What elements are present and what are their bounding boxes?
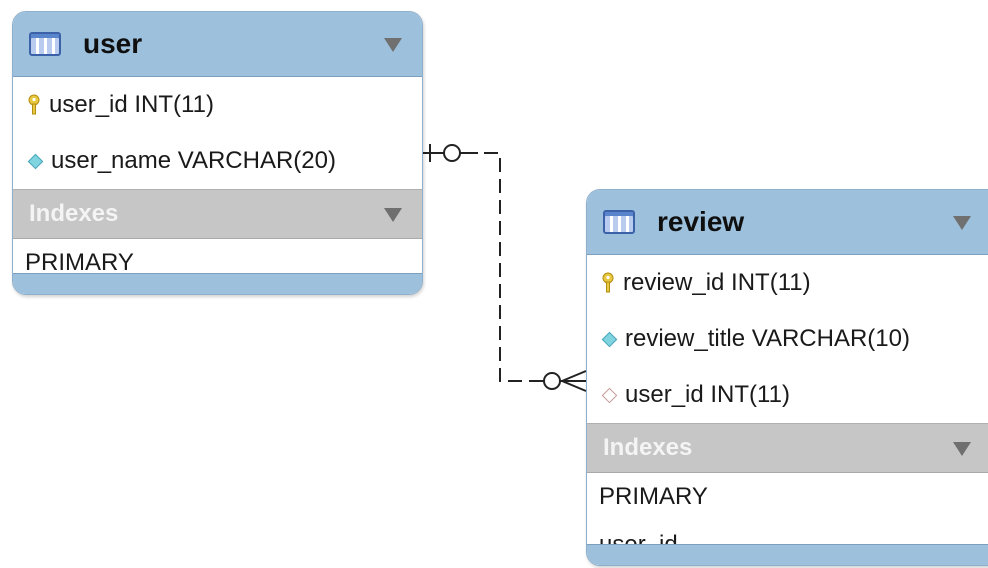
table-footer bbox=[13, 273, 422, 294]
column-row[interactable]: user_id INT(11) bbox=[13, 77, 422, 133]
key-icon bbox=[28, 94, 40, 115]
user-table[interactable]: user user_id INT(11) user_name VARCHAR(2… bbox=[12, 11, 423, 295]
review-table-title: review bbox=[657, 206, 745, 237]
column-row[interactable]: user_id INT(11) bbox=[587, 367, 988, 423]
column-row[interactable]: review_id INT(11) bbox=[587, 255, 988, 311]
review-table-header[interactable]: review bbox=[587, 190, 988, 255]
user-table-title: user bbox=[83, 28, 143, 59]
index-row[interactable]: PRIMARY bbox=[13, 239, 422, 287]
indexes-header[interactable]: Indexes bbox=[13, 189, 422, 239]
key-icon bbox=[602, 272, 614, 293]
attribute-diamond-icon bbox=[27, 153, 44, 169]
table-footer bbox=[587, 544, 988, 565]
column-label: user_id INT(11) bbox=[625, 381, 790, 408]
relationship-line bbox=[421, 152, 586, 382]
crowfoot-top bbox=[561, 370, 587, 382]
column-label: user_id INT(11) bbox=[49, 91, 214, 118]
crowfoot-bottom bbox=[561, 380, 587, 392]
index-label: PRIMARY bbox=[599, 483, 708, 510]
index-row[interactable]: PRIMARY bbox=[587, 473, 988, 521]
cardinality-circle-zero-review bbox=[543, 372, 561, 390]
collapse-triangle-icon[interactable] bbox=[953, 442, 971, 456]
table-icon bbox=[29, 32, 61, 56]
column-label: user_name VARCHAR(20) bbox=[51, 147, 336, 174]
review-table[interactable]: review review_id INT(11) review_title VA… bbox=[586, 189, 988, 566]
index-label: PRIMARY bbox=[25, 249, 134, 276]
column-label: review_id INT(11) bbox=[623, 269, 811, 296]
user-table-header[interactable]: user bbox=[13, 12, 422, 77]
indexes-header[interactable]: Indexes bbox=[587, 423, 988, 473]
column-label: review_title VARCHAR(10) bbox=[625, 325, 910, 352]
collapse-triangle-icon[interactable] bbox=[384, 38, 402, 52]
table-icon bbox=[603, 210, 635, 234]
indexes-label: Indexes bbox=[603, 434, 693, 461]
foreign-key-diamond-icon bbox=[601, 387, 618, 403]
collapse-triangle-icon[interactable] bbox=[953, 216, 971, 230]
column-row[interactable]: user_name VARCHAR(20) bbox=[13, 133, 422, 189]
attribute-diamond-icon bbox=[601, 331, 618, 347]
column-row[interactable]: review_title VARCHAR(10) bbox=[587, 311, 988, 367]
cardinality-circle-zero-user bbox=[443, 144, 461, 162]
collapse-triangle-icon[interactable] bbox=[384, 208, 402, 222]
indexes-label: Indexes bbox=[29, 200, 119, 227]
